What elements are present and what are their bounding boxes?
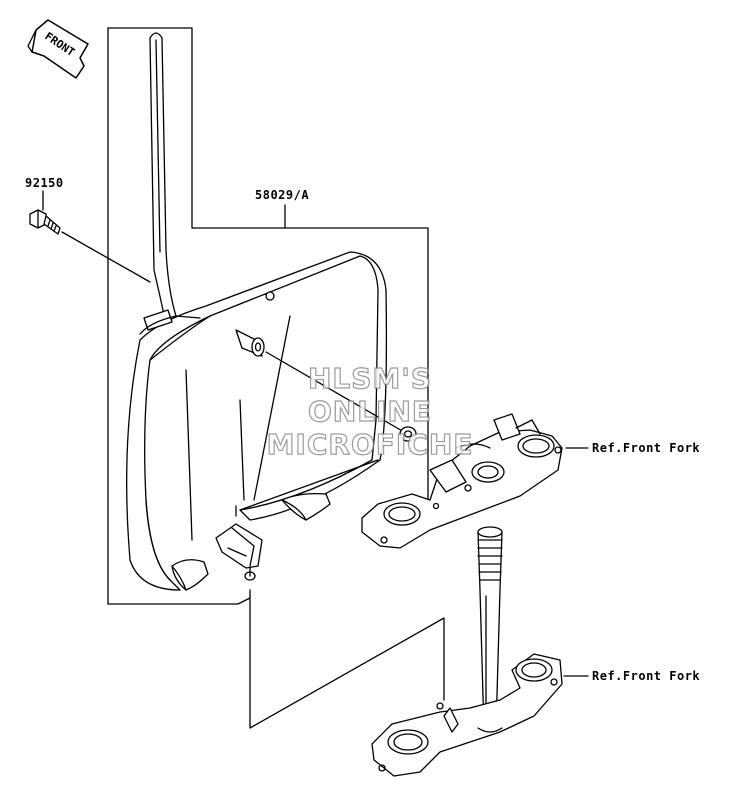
watermark: HLSM'S ONLINE MICROFICHE — [260, 361, 480, 461]
stay-strip — [149, 32, 177, 325]
bolt-leader-line — [61, 231, 151, 283]
assembly-part-number: 58029/A — [255, 188, 310, 202]
watermark-line-3: MICROFICHE — [266, 427, 474, 461]
upper-frame-line — [107, 27, 429, 501]
bracket-leader-line — [249, 589, 445, 729]
front-arrow-icon: FRONT — [27, 19, 89, 79]
lower-reference-label: Ref.Front Fork — [592, 669, 701, 683]
panel-to-clamp-line — [239, 459, 379, 511]
upper-reference-label: Ref.Front Fork — [592, 441, 701, 455]
grommet — [235, 329, 265, 357]
bolt-92150-icon — [29, 190, 61, 235]
lower-triple-clamp — [371, 653, 563, 777]
watermark-line-2: ONLINE — [307, 394, 433, 428]
washer — [399, 426, 417, 442]
watermark-line-1: HLSM'S — [307, 361, 433, 395]
left-frame-line — [107, 27, 251, 605]
number-plate-panel — [126, 251, 388, 591]
mount-clip-left — [171, 559, 209, 591]
grommet-leader-line — [265, 351, 405, 433]
bolt-part-number: 92150 — [25, 176, 64, 190]
stay-tab — [139, 309, 201, 335]
mount-clip-right — [281, 492, 331, 521]
upper-triple-clamp — [361, 413, 563, 549]
lower-bracket — [215, 523, 263, 581]
